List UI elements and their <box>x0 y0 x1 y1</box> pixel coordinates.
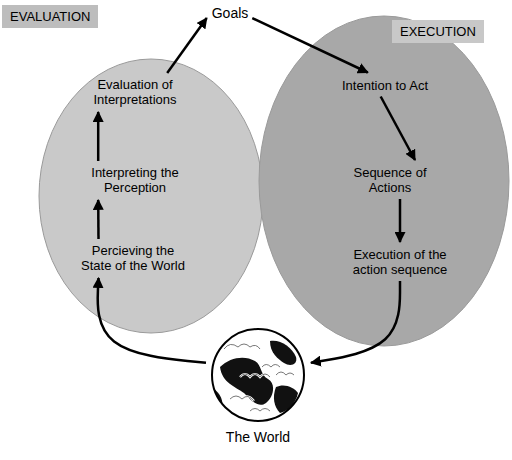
step-label: Intention to Act <box>342 78 428 93</box>
section-heading: EXECUTION <box>392 20 484 43</box>
stage-step: Percieving the State of the World <box>76 243 191 273</box>
step-label: Goals <box>212 5 249 22</box>
flow-arrow <box>167 18 207 73</box>
step-label: Sequence of Actions <box>340 165 440 195</box>
stage-step: Intention to Act <box>342 78 428 93</box>
evaluation-ellipse: Evaluation of InterpretationsInterpretin… <box>38 58 264 334</box>
step-label: Interpreting the Perception <box>78 165 193 195</box>
execution-ellipse: Intention to ActSequence of ActionsExecu… <box>258 15 510 347</box>
world-globe: The World <box>210 327 306 446</box>
stage-step: Sequence of Actions <box>340 165 440 195</box>
world-label: The World <box>210 429 306 446</box>
goal-label: Goals <box>212 5 249 22</box>
globe-picture <box>210 327 306 423</box>
stage-step: Execution of the action sequence <box>343 247 458 277</box>
stage-step: Evaluation of Interpretations <box>78 77 193 107</box>
step-label: Evaluation of Interpretations <box>78 77 193 107</box>
step-label: Execution of the action sequence <box>343 247 458 277</box>
stage-step: Interpreting the Perception <box>78 165 193 195</box>
section-heading: EVALUATION <box>2 5 98 28</box>
flow-arrow <box>97 200 100 239</box>
step-label: Percieving the State of the World <box>76 243 191 273</box>
flow-arrow <box>399 199 402 242</box>
flow-arrow <box>97 112 100 161</box>
